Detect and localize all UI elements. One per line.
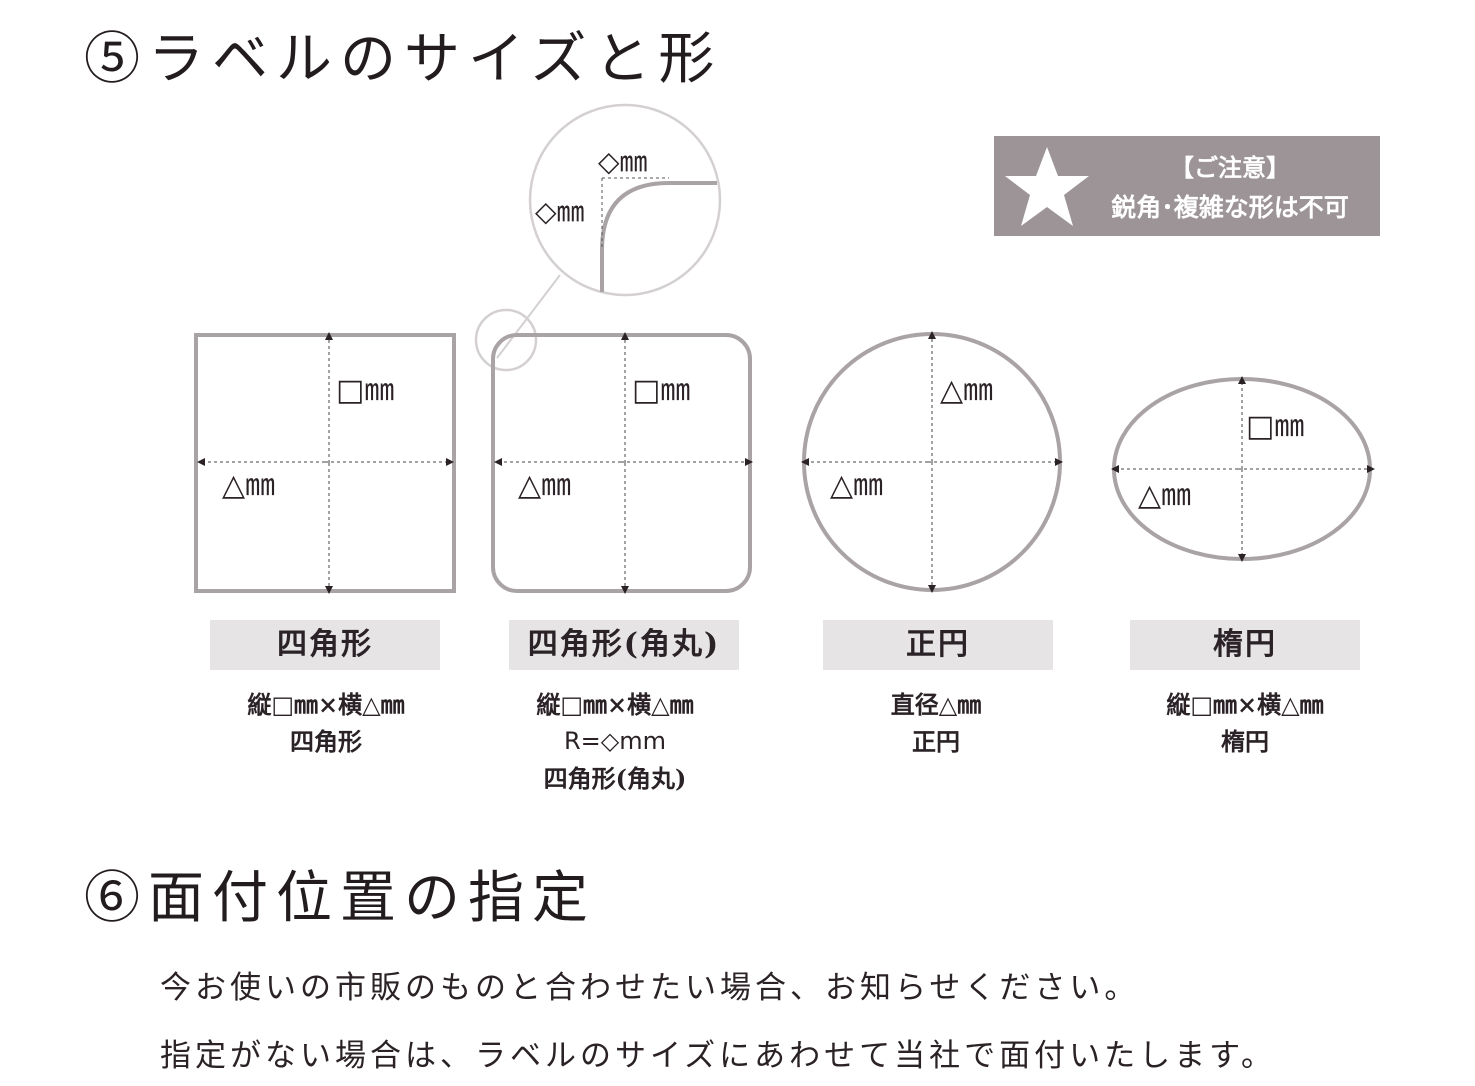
body-line-2: 指定がない場合は、ラベルのサイズにあわせて当社で面付いたします。 — [160, 1038, 1276, 1074]
square-vertical-label: □㎜ — [336, 373, 394, 408]
desc-rounded-line3: 四角形(角丸) — [543, 764, 687, 793]
desc-rounded-line2: R=◇mm — [564, 727, 666, 755]
shape-square: □㎜ △㎜ — [194, 332, 456, 594]
shape-name-square: 四角形 — [210, 620, 440, 670]
shape-name-rounded: 四角形(角丸) — [509, 620, 739, 670]
shape-rounded-square: □㎜ △㎜ — [491, 332, 753, 594]
circle-horizontal-label: △㎜ — [830, 468, 883, 503]
desc-ellipse: 縦□㎜×横△㎜ 楕円 — [1105, 686, 1385, 760]
star-icon — [1005, 147, 1089, 226]
square-horizontal-label: △㎜ — [222, 468, 275, 503]
corner-label-left: ◇㎜ — [535, 195, 585, 228]
shape-circle: △㎜ △㎜ — [801, 331, 1063, 593]
notice-box: 【ご注意】 鋭角･複雑な形は不可 — [994, 136, 1380, 236]
desc-rounded-line1: 縦□㎜×横△㎜ — [536, 690, 694, 719]
desc-square-line1: 縦□㎜×横△㎜ — [247, 690, 405, 719]
notice-title: 【ご注意】 — [1170, 154, 1290, 182]
circle-vertical-label: △㎜ — [940, 373, 993, 408]
body-line-1: 今お使いの市販のものと合わせたい場合、お知らせください。 — [160, 970, 1140, 1006]
shape-diagrams: ◇㎜ ◇㎜ □㎜ △㎜ □㎜ △㎜ △㎜ △㎜ □㎜ — [194, 103, 1375, 594]
shape-name-circle: 正円 — [823, 620, 1053, 670]
desc-ellipse-line2: 楕円 — [1221, 727, 1269, 756]
section6-title: ⑥面付位置の指定 — [84, 866, 596, 931]
section5-title: ⑤ラベルのサイズと形 — [84, 27, 723, 92]
rounded-horizontal-label: △㎜ — [518, 468, 571, 503]
corner-zoom: ◇㎜ ◇㎜ — [474, 103, 722, 372]
desc-ellipse-line1: 縦□㎜×横△㎜ — [1166, 690, 1324, 719]
desc-circle: 直径△㎜ 正円 — [796, 686, 1076, 760]
shape-ellipse: □㎜ △㎜ — [1111, 376, 1375, 562]
ellipse-vertical-label: □㎜ — [1246, 409, 1304, 444]
desc-circle-line2: 正円 — [912, 727, 960, 756]
rounded-vertical-label: □㎜ — [632, 373, 690, 408]
desc-circle-line1: 直径△㎜ — [890, 690, 982, 719]
shape-name-ellipse: 楕円 — [1130, 620, 1360, 670]
corner-label-top: ◇㎜ — [598, 145, 648, 178]
ellipse-horizontal-label: △㎜ — [1138, 478, 1191, 513]
notice-text: 鋭角･複雑な形は不可 — [1111, 193, 1349, 222]
desc-square-line2: 四角形 — [290, 727, 362, 756]
desc-square: 縦□㎜×横△㎜ 四角形 — [186, 686, 466, 760]
desc-rounded: 縦□㎜×横△㎜ R=◇mm 四角形(角丸) — [475, 686, 755, 797]
